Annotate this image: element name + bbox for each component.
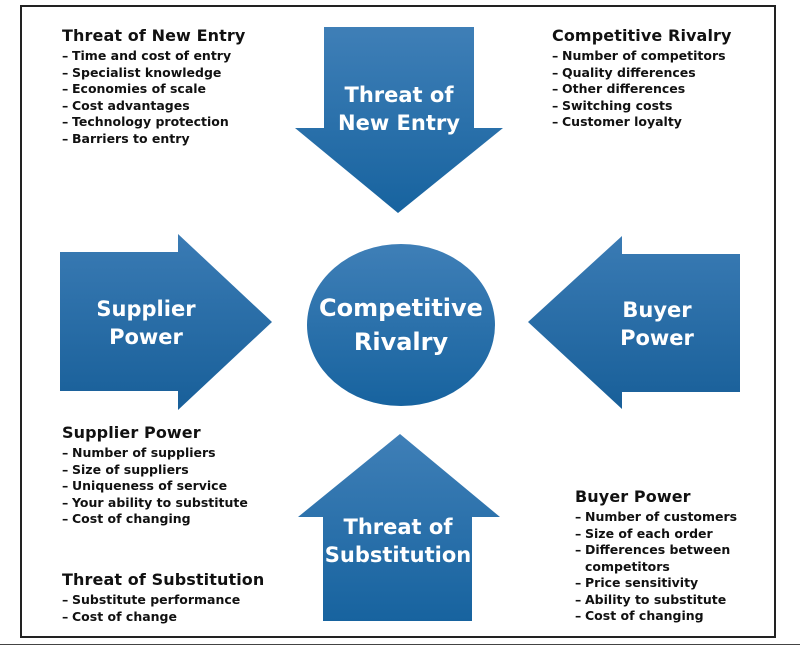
arrow-label-line2: New Entry: [338, 111, 460, 135]
panel-title: Buyer Power: [575, 487, 691, 506]
panel-title: Supplier Power: [62, 423, 201, 442]
list-item: Differences between competitors: [575, 542, 745, 575]
list-item: Barriers to entry: [62, 131, 245, 148]
list-item: Your ability to substitute: [62, 495, 248, 512]
list-item: Uniqueness of service: [62, 478, 248, 495]
list-item: Time and cost of entry: [62, 48, 245, 65]
competitive-rivalry-circle: Competitive Rivalry: [307, 244, 495, 406]
center-label-line1: Competitive: [319, 294, 483, 322]
list-item: Size of each order: [575, 526, 765, 543]
competitive-rivalry-panel: Competitive Rivalry Number of competitor…: [552, 26, 732, 131]
list-item: Quality differences: [552, 65, 732, 82]
list-item: Substitute performance: [62, 592, 264, 609]
list-item: Number of competitors: [552, 48, 732, 65]
threat-of-new-entry-panel: Threat of New Entry Time and cost of ent…: [62, 26, 245, 147]
arrow-label-line1: Threat of: [345, 83, 455, 107]
buyer-power-arrow: Buyer Power: [528, 236, 740, 409]
list-item: Economies of scale: [62, 81, 245, 98]
list-item: Specialist knowledge: [62, 65, 245, 82]
threat-of-new-entry-arrow: Threat of New Entry: [295, 27, 503, 213]
threat-of-substitution-panel: Threat of Substitution Substitute perfor…: [62, 570, 264, 625]
list-item: Number of customers: [575, 509, 765, 526]
list-item: Cost of changing: [62, 511, 248, 528]
arrow-label-line1: Supplier: [96, 297, 196, 321]
buyer-power-panel: Buyer Power Number of customers Size of …: [575, 487, 765, 625]
panel-title: Threat of New Entry: [62, 26, 246, 45]
arrow-label-line2: Power: [109, 325, 183, 349]
list-item: Other differences: [552, 81, 732, 98]
list-item: Switching costs: [552, 98, 732, 115]
list-item: Cost of change: [62, 609, 264, 626]
list-item: Cost of changing: [575, 608, 765, 625]
list-item: Technology protection: [62, 114, 245, 131]
arrow-label-line1: Buyer: [622, 298, 692, 322]
supplier-power-arrow: Supplier Power: [60, 234, 272, 410]
panel-title: Competitive Rivalry: [552, 26, 732, 45]
list-item: Cost advantages: [62, 98, 245, 115]
factor-list: Number of customers Size of each order D…: [575, 509, 765, 625]
list-item: Price sensitivity: [575, 575, 765, 592]
list-item: Size of suppliers: [62, 462, 248, 479]
list-item: Number of suppliers: [62, 445, 248, 462]
arrow-label-line1: Threat of: [344, 515, 454, 539]
factor-list: Substitute performance Cost of change: [62, 592, 264, 625]
threat-of-substitution-arrow: Threat of Substitution: [298, 434, 500, 621]
panel-title: Threat of Substitution: [62, 570, 265, 589]
bottom-rule: [0, 644, 800, 645]
arrow-label-line2: Power: [620, 326, 694, 350]
factor-list: Number of competitors Quality difference…: [552, 48, 732, 131]
factor-list: Number of suppliers Size of suppliers Un…: [62, 445, 248, 528]
list-item: Customer loyalty: [552, 114, 732, 131]
factor-list: Time and cost of entry Specialist knowle…: [62, 48, 245, 147]
list-item: Ability to substitute: [575, 592, 765, 609]
supplier-power-panel: Supplier Power Number of suppliers Size …: [62, 423, 248, 528]
center-label-line2: Rivalry: [354, 328, 449, 356]
arrow-label-line2: Substitution: [325, 543, 471, 567]
